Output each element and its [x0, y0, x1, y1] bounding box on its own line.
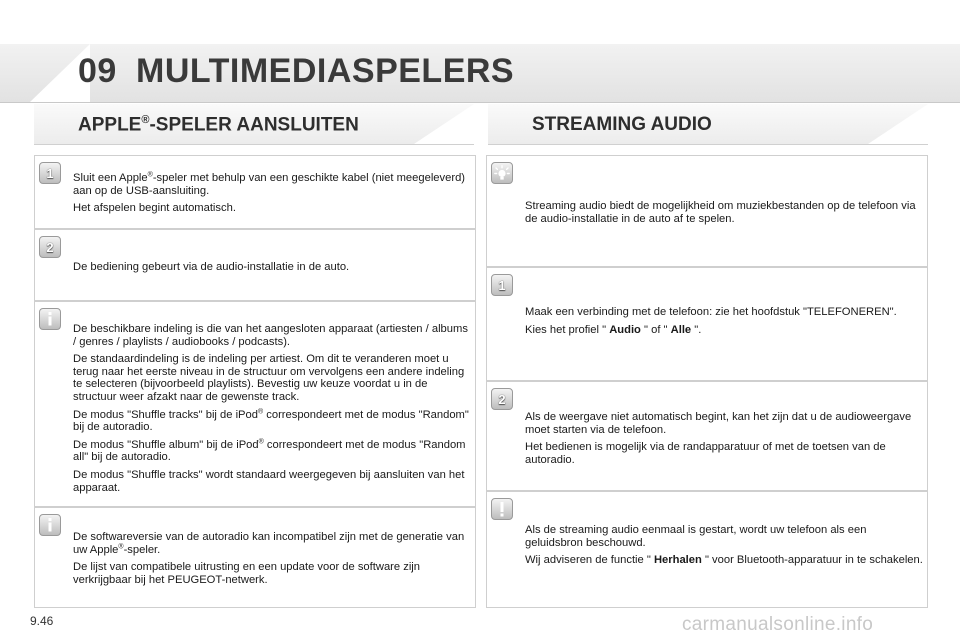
info-text: De beschikbare indeling is die van het a… [73, 323, 469, 494]
info-icon [39, 308, 61, 330]
step-number-badge: 1 [491, 274, 513, 296]
chapter-title: MULTIMEDIASPELERS [136, 52, 515, 90]
info-box-software: De softwareversie van de autoradio kan i… [34, 507, 476, 608]
step-2-box: 2 De bediening gebeurt via de audio-inst… [34, 229, 476, 301]
warning-box: Als de streaming audio eenmaal is gestar… [486, 491, 928, 608]
left-section-title: APPLE®-SPELER AANSLUITEN [78, 114, 359, 136]
warning-text: Als de streaming audio eenmaal is gestar… [525, 524, 923, 567]
page-number: 9.46 [30, 614, 54, 628]
step-number-badge: 1 [39, 162, 61, 184]
chapter-number: 09 [78, 52, 117, 90]
step-1-box: 1 Sluit een Apple®-speler met behulp van… [34, 155, 476, 229]
right-section-title: STREAMING AUDIO [532, 114, 712, 135]
step-2-box: 2 Als de weergave niet automatisch begin… [486, 381, 928, 491]
step-number-badge: 2 [491, 388, 513, 410]
right-section-header: STREAMING AUDIO [488, 104, 928, 145]
header-corner-cut [414, 104, 474, 144]
chapter-header-bar [0, 44, 960, 103]
step-1-text: Maak een verbinding met de telefoon: zie… [525, 306, 897, 336]
step-2-text: Als de weergave niet automatisch begint,… [525, 411, 912, 466]
tip-text: Streaming audio biedt de mogelijkheid om… [525, 200, 916, 225]
info-text: De softwareversie van de autoradio kan i… [73, 531, 465, 586]
info-box-structure: De beschikbare indeling is die van het a… [34, 301, 476, 507]
warning-icon [491, 498, 513, 520]
left-section-header: APPLE®-SPELER AANSLUITEN [34, 104, 474, 145]
step-number-badge: 2 [39, 236, 61, 258]
tip-box: Streaming audio biedt de mogelijkheid om… [486, 155, 928, 267]
lightbulb-icon [491, 162, 513, 184]
step-1-text: Sluit een Apple®-speler met behulp van e… [73, 171, 466, 215]
header-corner-cut [868, 104, 928, 144]
step-1-box: 1 Maak een verbinding met de telefoon: z… [486, 267, 928, 381]
info-icon [39, 514, 61, 536]
watermark: carmanualsonline.info [682, 614, 874, 635]
step-2-text: De bediening gebeurt via de audio-instal… [73, 261, 350, 273]
